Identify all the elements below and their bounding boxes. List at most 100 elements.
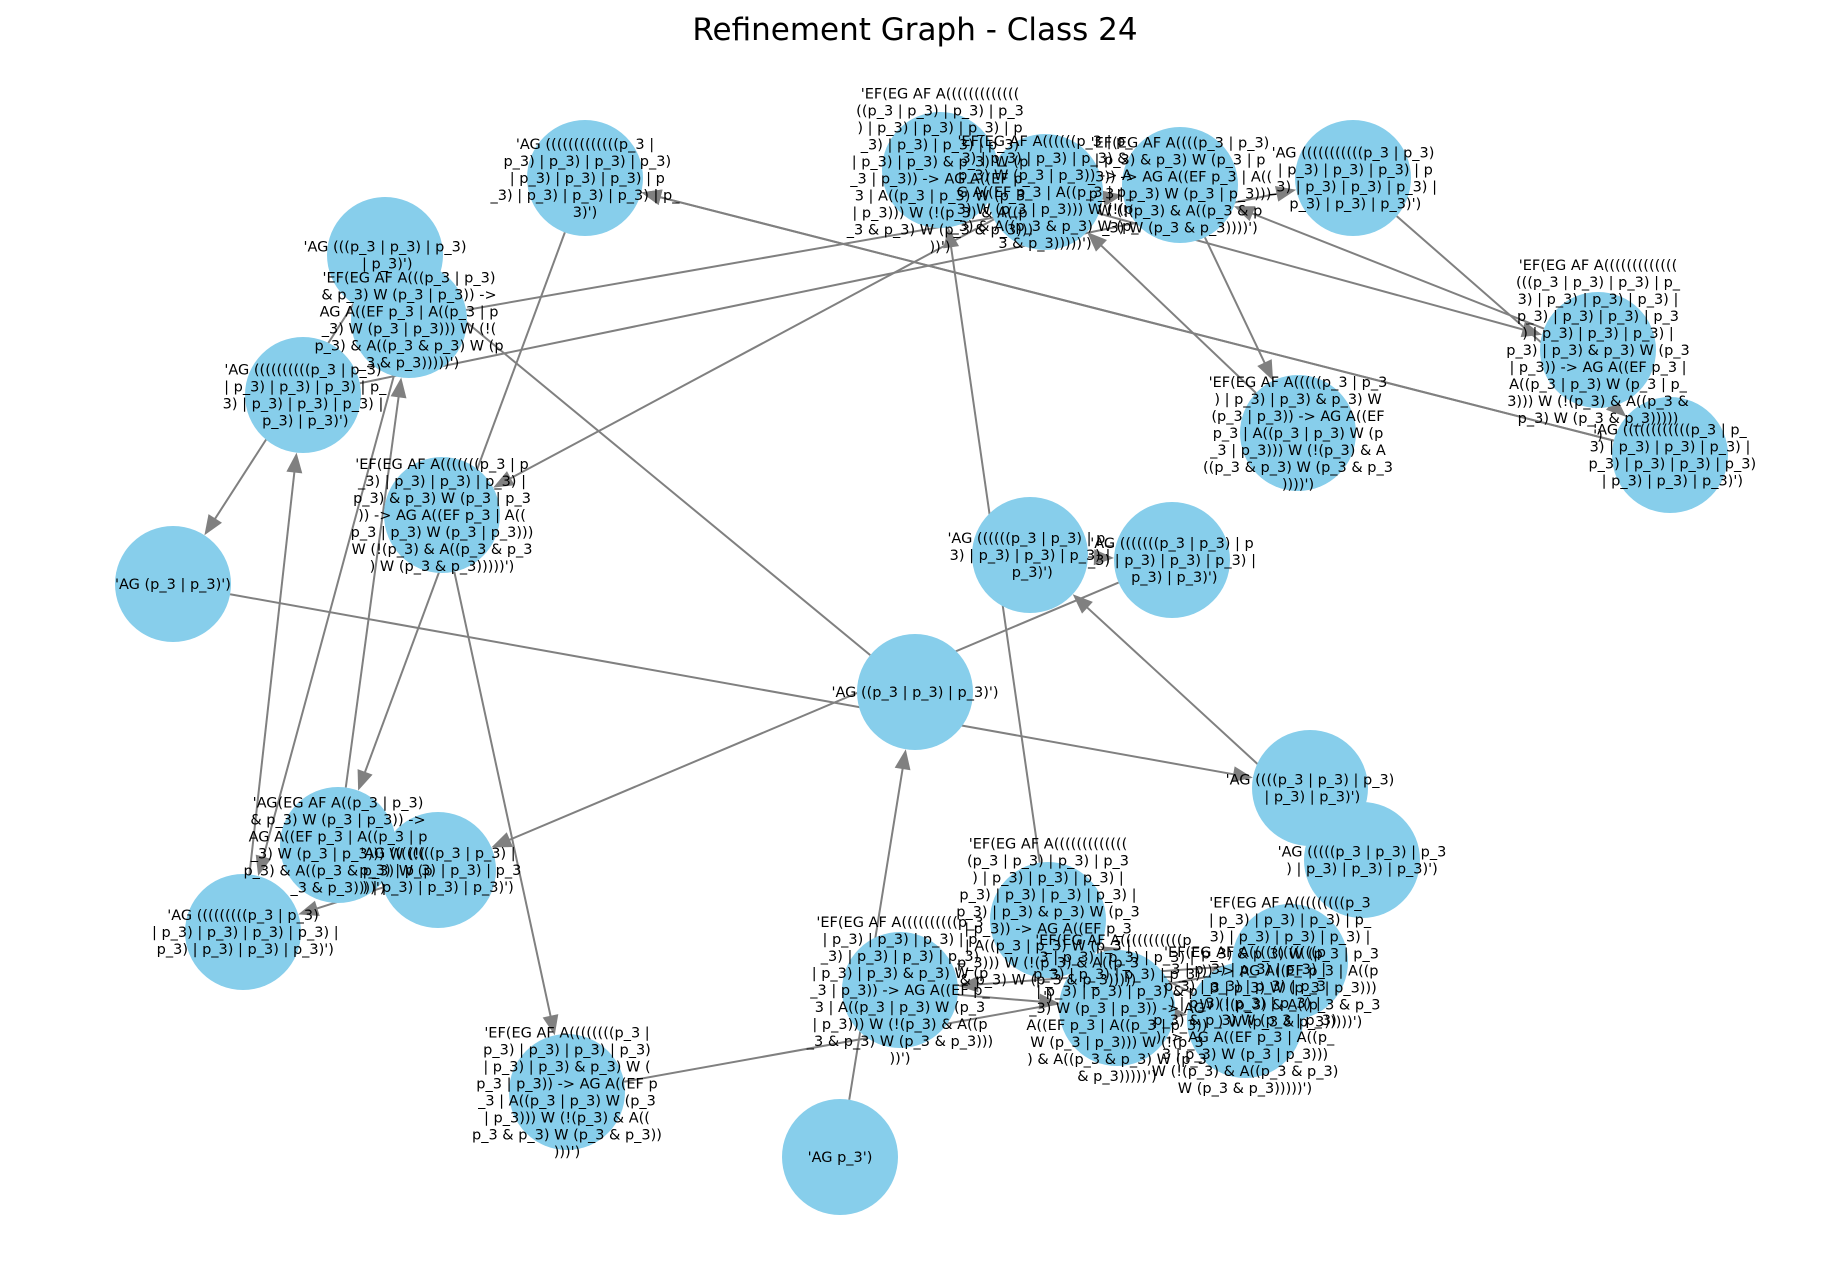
node-label-n_ag_7: 'AG (((((((p_3 | p_3) | p_3) | p_3) | p_…: [1087, 536, 1256, 586]
node-label-line: _3) & A((p_3 & p_3) W (p_: [950, 219, 1139, 235]
node-label-line: W (p_3 & p_3)))))'): [1178, 1081, 1312, 1097]
node-label-line: _3 & p_3)))))'): [358, 356, 460, 372]
node-label-line: _3) | p_3) | p_3) | p_3) |: [1268, 180, 1437, 196]
node-n_ag_p3[interactable]: [782, 1099, 898, 1215]
arrowhead-n_ef_1-to-n_ef_2: [390, 377, 407, 399]
node-n_ef_13[interactable]: [882, 112, 998, 228]
node-n_ag_11[interactable]: [1295, 120, 1411, 236]
node-label-n_ef_6: 'EF(EG AF A(((((((p_3 | p_3) | p_3) | p_…: [351, 457, 534, 575]
node-n_ag_6[interactable]: [972, 497, 1088, 613]
node-label-line: _3) | p_3) | p_3) | p_3) |: [357, 474, 526, 490]
node-label-line: _3) | p_3) | p_3) | p_3) |: [1087, 553, 1256, 569]
node-n_ag_12[interactable]: [1612, 397, 1728, 513]
arrowhead-n_ef_8-to-n_ef_9: [957, 976, 979, 993]
arrowhead-n_ef_5-to-n_ef_6: [493, 471, 515, 488]
arrowhead-n_ag_10-to-n_ag_11: [1274, 185, 1297, 202]
node-label-line: _3 | p_3) W (p_3 | p_3))): [1202, 981, 1377, 997]
node-label-n_ag_3: 'AG (((p_3 | p_3) | p_3) | p_3)'): [303, 240, 466, 273]
arrowhead-n_ag_7-to-n_ag_8: [491, 832, 513, 848]
node-label-n_ef_5: 'EF(EG AF A((((((p_3 | p_3) | p_3) | p_3…: [950, 134, 1139, 252]
node-n_ef_11[interactable]: [1187, 962, 1303, 1078]
node-label-line: | p_3) | p_3) & p_3) W (p: [852, 155, 1029, 171]
node-n_ag_7[interactable]: [1114, 502, 1230, 618]
node-label-line: 'EF(EG AF A(((((((((((((: [969, 837, 1127, 853]
node-label-line: ((p_3 | p_3) | p_3) | p_3: [856, 104, 1024, 120]
node-label-line: 'AG (((((p_3 | p_3) | p_3: [1278, 845, 1447, 861]
node-label-n_ag_4: 'AG ((((p_3 | p_3) | p_3) | p_3) | p_3)'…: [1226, 773, 1395, 806]
node-label-line: & p_3) W (p_3 | p_3)) ->: [321, 288, 496, 304]
node-n_ef_6[interactable]: [384, 457, 500, 573]
node-label-line: p_3) | p_3) & p_3) W (p_3: [956, 905, 1140, 921]
node-label-line: | A((p_3 | p_3) W (p_3 |: [965, 939, 1131, 955]
node-label-line: _3 & p_3) W (p_3 & p_3))): [846, 223, 1033, 239]
node-n_ef_14[interactable]: [1540, 292, 1656, 408]
node-label-line: 3) W (p_3 | p_3))) W (!(p: [957, 202, 1133, 218]
node-label-n_ag_6: 'AG ((((((p_3 | p_3) | p_3) | p_3) | p_3…: [947, 531, 1113, 581]
node-label-line: 'EF(EG AF A(((p_3 | p_3): [322, 271, 495, 287]
node-label-line: 'EF(EG AF A(((((p_3 | p_3: [1209, 375, 1388, 391]
edge-n_ag_9-to-n_ag_10: [248, 468, 296, 875]
node-n_ef_4[interactable]: [1240, 375, 1356, 491]
node-label-line: p_3)'): [1007, 565, 1053, 581]
node-label-line: p_3) | p_3) | p_3) | p_3: [1517, 309, 1679, 325]
node-n_ag_13[interactable]: [527, 120, 643, 236]
edge-n_ef_2-to-n_ag_9: [261, 375, 395, 861]
node-label-line: 'AG (((((((((p_3 | p_3): [167, 908, 319, 924]
node-label-line: )) -> AG A((EF p_3 | A((p: [1202, 964, 1379, 980]
node-label-n_ef_11: 'EF(EG AF A((((((((((((p_3 | p_3) | p_3)…: [1152, 945, 1339, 1097]
node-label-line: W (!(p_3) & A((p_3 & p_3: [1199, 998, 1380, 1014]
node-label-line: 'EF(EG AF A(((((((((p_3: [1209, 896, 1371, 912]
node-n_ef_2[interactable]: [351, 262, 467, 378]
node-n_ef_12[interactable]: [990, 862, 1106, 978]
node-n_ag_8[interactable]: [380, 812, 496, 928]
node-label-line: )))'): [554, 1145, 581, 1161]
node-label-n_ag_8: 'AG ((((((((p_3 | p_3) | p_3) | p_3) | p…: [355, 846, 522, 896]
node-label-n_ef_9: 'EF(EG AF A((((((((((p_3| p_3) | p_3) | …: [806, 915, 993, 1067]
edge-n_ef_6-to-n_ef_7: [453, 571, 553, 1020]
node-label-line: _3 | A((p_3 | p_3) W (p_3: [477, 1094, 656, 1110]
node-n_ef_1[interactable]: [280, 787, 396, 903]
node-n_ef_5[interactable]: [987, 134, 1103, 250]
node-label-line: ) & A((p_3 & p_3) W (p_3: [1027, 1052, 1207, 1068]
node-label-line: 3) | p_3) | p_3) | p_3) |: [1590, 440, 1751, 456]
graph-title: Refinement Graph - Class 24: [692, 12, 1137, 48]
node-label-line: 3) | p_3) | p_3) | p_3) |: [1210, 930, 1371, 946]
node-label-line: | p_3)) -> AG A((EF p_3 |: [1509, 360, 1686, 376]
node-label-line: | p_3) & p_3) W (p_3 | p: [1095, 153, 1266, 169]
node-label-n_ef_10: 'EF(EG AF A(((((((((((p_3 | p_3) | p_3) …: [1026, 933, 1207, 1085]
node-label-line: )) -> AG A((EF p_3 | A((: [358, 508, 526, 524]
edge-n_ag_p3p3-to-n_ag_4: [229, 593, 1238, 776]
node-label-line: p_3) & p_3) W (p_3 | p_3: [1201, 947, 1379, 963]
node-label-line: _3) W (p_3 | p_3))) W (!(: [321, 322, 496, 338]
node-label-line: 3 | p_3) W (p_3 | p_3))): [1162, 1047, 1328, 1063]
node-n_ef_9[interactable]: [842, 932, 958, 1048]
arrowhead-n_ef_2-to-n_ag_9: [255, 854, 272, 877]
node-n_ag_p3p3[interactable]: [115, 526, 231, 642]
node-n_ag_2[interactable]: [857, 634, 973, 750]
nodes-layer: [115, 112, 1728, 1215]
node-label-line: p_3 | p_3) W (p_3 | p_3))): [1089, 187, 1272, 203]
node-n_ag_10[interactable]: [245, 337, 361, 453]
labels-layer: 'AG p_3')'AG (p_3 | p_3)')'AG ((p_3 | p_…: [115, 87, 1756, 1167]
node-n_ef_7[interactable]: [509, 1034, 625, 1150]
node-label-line: ) | p_3) | p_3) | p_3) |: [1169, 996, 1320, 1012]
node-label-line: p_3) | p_3) | p_3) | p_3): [483, 1043, 651, 1059]
node-label-line: _3 | p_3)) -> AG A((EF p_: [849, 172, 1030, 188]
node-label-line: W (p_3 | p_3))) W (!(p_3: [1030, 1035, 1203, 1051]
arrowhead-n_ag_p3-to-n_ag_2: [894, 749, 911, 771]
node-label-line: _3)) -> AG A((EF p_3 | A((: [1087, 170, 1272, 186]
node-n_ef_3[interactable]: [1122, 127, 1238, 243]
node-n_ef_10[interactable]: [1059, 950, 1175, 1066]
node-label-n_ef_2: 'EF(EG AF A(((p_3 | p_3)& p_3) W (p_3 | …: [314, 271, 503, 372]
node-label-line: | p_3) | p_3) | p_3) | p_: [220, 380, 388, 396]
node-label-line: W (!(p_3) & A((p_3 & p_3: [351, 542, 532, 558]
node-label-line: 'EF(EG AF A((((((p_3 | p_: [957, 134, 1133, 150]
node-n_ag_5[interactable]: [1304, 802, 1420, 918]
arrowhead-n_ag_3-to-n_ag_p3p3: [204, 514, 222, 536]
node-label-line: _3) W (p_3 | p_3))) W (!(: [250, 847, 425, 863]
node-label-line: ) | p_3) | p_3) | p_3)'): [362, 880, 514, 896]
node-label-line: p_3) | p_3)'): [1126, 570, 1217, 586]
node-label-line: p_3) | p_3) & p_3) W (p_3: [1506, 343, 1690, 359]
node-n_ag_9[interactable]: [185, 874, 301, 990]
node-label-line: ) W (p_3 & p_3)))))'): [1218, 1015, 1363, 1031]
